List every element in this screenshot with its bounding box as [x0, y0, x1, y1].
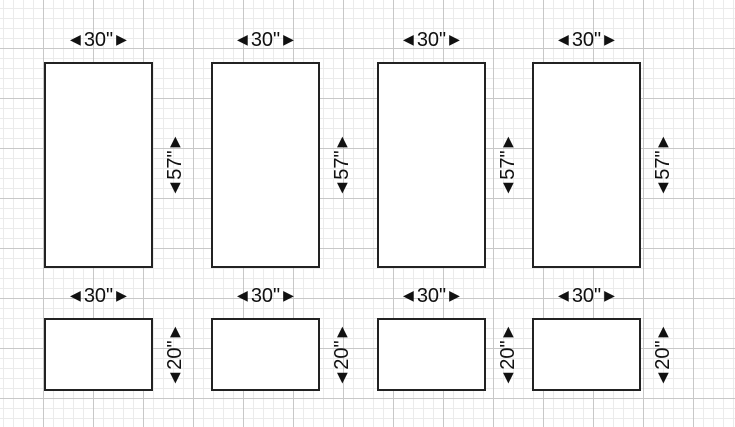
width-dimension: ◀30"▶	[39, 29, 159, 52]
arrow-left-icon: ◀	[70, 31, 81, 47]
panel-rect	[532, 62, 641, 268]
panel-rect	[211, 62, 320, 268]
width-dimension: ◀30"▶	[39, 285, 159, 308]
arrow-up-icon: ▶	[499, 326, 515, 337]
width-dimension: ◀30"▶	[372, 285, 492, 308]
width-label: 30"	[416, 29, 447, 51]
arrow-up-icon: ▶	[333, 326, 349, 337]
height-dimension: ◀ 57" ▶	[652, 115, 674, 215]
arrow-right-icon: ▶	[116, 31, 127, 47]
arrow-right-icon: ▶	[283, 31, 294, 47]
width-label: 30"	[83, 285, 114, 307]
arrow-left-icon: ◀	[70, 287, 81, 303]
arrow-left-icon: ◀	[558, 287, 569, 303]
arrow-down-icon: ◀	[333, 182, 349, 194]
height-label: 20"	[164, 339, 186, 370]
height-label: 20"	[497, 339, 519, 370]
width-label: 30"	[571, 285, 602, 307]
arrow-left-icon: ◀	[403, 287, 414, 303]
arrow-up-icon: ▶	[654, 136, 670, 148]
width-label: 30"	[571, 29, 602, 51]
width-label: 30"	[83, 29, 114, 51]
height-dimension: ◀ 57" ▶	[331, 115, 353, 215]
width-label: 30"	[416, 285, 447, 307]
width-label: 30"	[250, 29, 281, 51]
panel-rect	[377, 62, 486, 268]
arrow-up-icon: ▶	[499, 136, 515, 148]
panel-rect	[377, 318, 486, 391]
height-dimension: ◀ 20" ▶	[331, 305, 353, 405]
arrow-left-icon: ◀	[558, 31, 569, 47]
arrow-right-icon: ▶	[449, 31, 460, 47]
arrow-left-icon: ◀	[403, 31, 414, 47]
arrow-up-icon: ▶	[166, 326, 182, 337]
arrow-right-icon: ▶	[604, 31, 615, 47]
height-label: 57"	[331, 150, 353, 180]
panel-rect	[44, 318, 153, 391]
arrow-left-icon: ◀	[237, 31, 248, 47]
height-dimension: ◀ 20" ▶	[497, 305, 519, 405]
height-label: 57"	[652, 150, 674, 180]
panel-rect	[532, 318, 641, 391]
width-dimension: ◀30"▶	[206, 29, 326, 52]
height-dimension: ◀ 20" ▶	[164, 305, 186, 405]
arrow-up-icon: ▶	[333, 136, 349, 148]
width-label: 30"	[250, 285, 281, 307]
height-label: 57"	[497, 150, 519, 180]
arrow-down-icon: ◀	[499, 182, 515, 194]
arrow-down-icon: ◀	[333, 372, 349, 383]
height-label: 57"	[164, 150, 186, 180]
arrow-up-icon: ▶	[654, 326, 670, 337]
arrow-down-icon: ◀	[654, 372, 670, 383]
height-label: 20"	[652, 339, 674, 370]
height-dimension: ◀ 20" ▶	[652, 305, 674, 405]
height-label: 20"	[331, 339, 353, 370]
arrow-down-icon: ◀	[166, 182, 182, 194]
arrow-right-icon: ▶	[449, 287, 460, 303]
width-dimension: ◀30"▶	[372, 29, 492, 52]
arrow-right-icon: ▶	[604, 287, 615, 303]
arrow-right-icon: ▶	[283, 287, 294, 303]
height-dimension: ◀ 57" ▶	[497, 115, 519, 215]
panel-rect	[44, 62, 153, 268]
arrow-left-icon: ◀	[237, 287, 248, 303]
arrow-down-icon: ◀	[654, 182, 670, 194]
width-dimension: ◀30"▶	[527, 29, 647, 52]
arrow-right-icon: ▶	[116, 287, 127, 303]
arrow-up-icon: ▶	[166, 136, 182, 148]
panel-rect	[211, 318, 320, 391]
arrow-down-icon: ◀	[499, 372, 515, 383]
width-dimension: ◀30"▶	[527, 285, 647, 308]
arrow-down-icon: ◀	[166, 372, 182, 383]
height-dimension: ◀ 57" ▶	[164, 115, 186, 215]
width-dimension: ◀30"▶	[206, 285, 326, 308]
